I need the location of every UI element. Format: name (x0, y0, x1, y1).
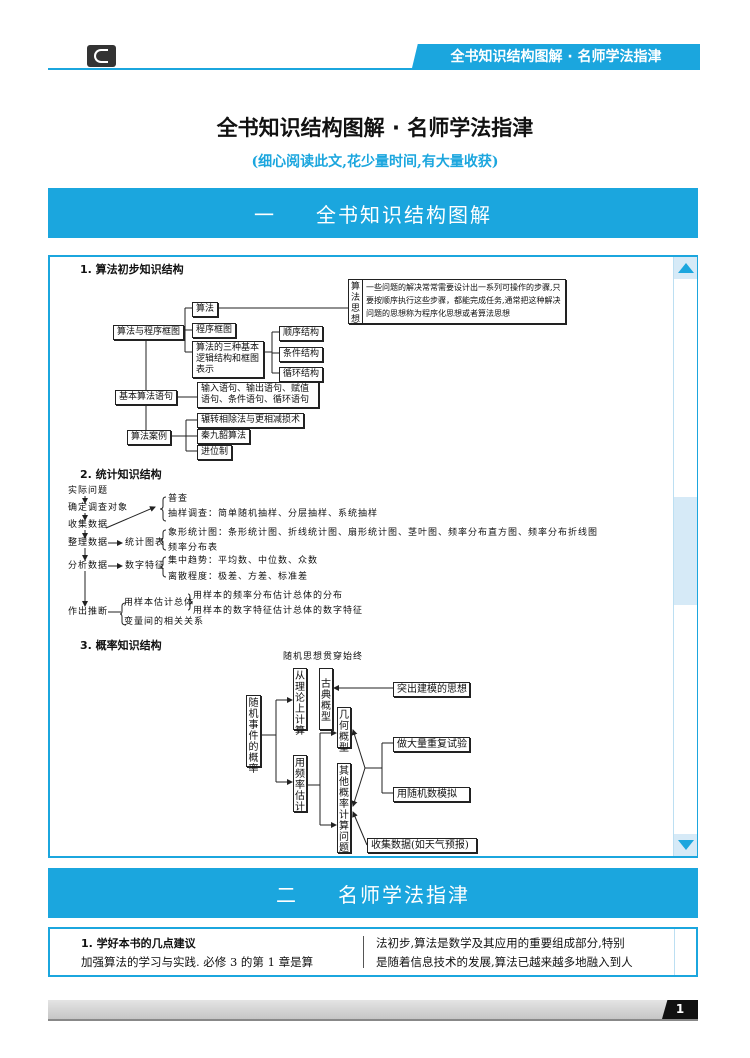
sampling: 抽样调查：简单随机抽样、分层抽样、系统抽样 (168, 509, 379, 519)
scroll-up-button[interactable] (674, 257, 697, 279)
node-basic-statements: 基本算法语句 (115, 390, 178, 405)
scroll-thumb[interactable] (674, 497, 697, 605)
header-banner: 全书知识结构图解 · 名师学法指津 (412, 44, 700, 68)
tips-heading: 1. 学好本书的几点建议 (81, 937, 196, 950)
scrollbar[interactable] (673, 257, 697, 856)
idea-label: 算法思想 (349, 280, 363, 325)
diagram1-heading: 1. 算法初步知识结构 (80, 263, 184, 276)
node-frequency-estimate: 用频率估计 (293, 755, 307, 813)
step: 作出推断 (68, 607, 109, 617)
node-statement-list: 输入语句、输出语句、赋值语句、条件语句、循环语句 (197, 382, 319, 408)
node-case-base: 进位制 (197, 445, 233, 460)
section-label: 名师学法指津 (338, 882, 470, 907)
node-algorithm-flowchart: 算法与程序框图 (113, 325, 185, 340)
arrow-up-icon (678, 263, 694, 273)
central-tendency: 集中趋势：平均数、中位数、众数 (168, 556, 319, 566)
chart-types: 象形统计图：条形统计图、折线统计图、扇形统计图、茎叶图、频率分布直方图、频率分布… (168, 528, 599, 538)
estimate: 用样本估计总体 (124, 598, 195, 608)
arrow-down-icon (678, 840, 694, 850)
estimate-features: 用样本的数字特征估计总体的数字特征 (193, 606, 364, 616)
idea-text: 一些问题的解决常常需要设计出一系列可操作的步骤,只要按顺序执行这些步骤，都能完成… (366, 283, 561, 318)
step: 分析数据 (68, 561, 109, 571)
tips-text: 法初步,算法是数学及其应用的重要组成部分,特别 (376, 936, 625, 950)
node-three-structures: 算法的三种基本逻辑结构和框图表示 (192, 341, 264, 378)
footer-bar (48, 1000, 698, 1021)
section-number: 一 (254, 202, 276, 227)
step: 整理数据 (68, 538, 109, 548)
node-algorithm-cases: 算法案例 (127, 430, 172, 445)
page-number: 1 (662, 1000, 698, 1019)
step: 确定调查对象 (68, 503, 129, 513)
step: 实际问题 (68, 486, 109, 496)
node-sequence: 顺序结构 (279, 326, 324, 341)
correlation: 变量间的相关关系 (124, 617, 205, 627)
page-title: 全书知识结构图解 · 名师学法指津 (216, 116, 534, 140)
tips-text: 是随着信息技术的发展,算法已越来越多地融入到人 (376, 955, 633, 969)
section-header-2: 二 名师学法指津 (48, 868, 698, 918)
tips-scroll-divider (674, 929, 675, 975)
census: 普查 (168, 494, 189, 504)
estimate-distribution: 用样本的频率分布估计总体的分布 (193, 591, 344, 601)
node-case-gcd: 辗转相除法与更相减损术 (197, 413, 305, 428)
tips-panel: 1. 学好本书的几点建议 加强算法的学习与实践. 必修 3 的第 1 章是算 法… (48, 927, 698, 977)
node-algorithm-idea: 算法思想 一些问题的解决常常需要设计出一系列可操作的步骤,只要按顺序执行这些步骤… (348, 279, 566, 325)
node-algorithm: 算法 (192, 302, 219, 317)
random-idea: 随机思想贯穿始终 (283, 652, 364, 662)
numeric-features: 数字特征 (125, 561, 166, 571)
node-simulate: 用随机数模拟 (393, 787, 470, 802)
section-number: 二 (276, 882, 298, 907)
node-random-event-probability: 随机事件的概率 (246, 695, 261, 775)
node-classical: 古典概型 (319, 668, 333, 730)
node-geometric: 几何概型 (337, 707, 351, 754)
logo-icon (87, 45, 116, 67)
diagram2-heading: 2. 统计知识结构 (80, 468, 162, 481)
node-repeat-trials: 做大量重复试验 (393, 737, 470, 752)
node-theory: 从理论上计算 (293, 668, 307, 737)
section-header-1: 一 全书知识结构图解 (48, 188, 698, 238)
section-label: 全书知识结构图解 (316, 202, 492, 227)
node-loop: 循环结构 (279, 367, 324, 382)
freq-table: 频率分布表 (168, 543, 219, 553)
node-flowchart: 程序框图 (192, 323, 237, 338)
stat-charts: 统计图表 (125, 538, 166, 548)
scroll-down-button[interactable] (674, 834, 697, 856)
page-subtitle: (细心阅读此文,花少量时间,有大量收获) (251, 154, 499, 170)
diagram3-heading: 3. 概率知识结构 (80, 639, 162, 652)
tips-text: 加强算法的学习与实践. 必修 3 的第 1 章是算 (81, 955, 314, 969)
column-divider (363, 936, 364, 968)
dispersion: 离散程度：极差、方差、标准差 (168, 572, 309, 582)
node-other-problems: 其他概率计算问题 (337, 763, 351, 854)
step: 收集数据 (68, 520, 109, 530)
content-panel (48, 255, 698, 858)
node-condition: 条件结构 (279, 347, 324, 362)
node-collect-data: 收集数据(如天气预报) (367, 838, 477, 853)
node-modeling: 突出建模的思想 (393, 682, 470, 697)
header-rule (48, 68, 700, 70)
node-case-horner: 秦九韶算法 (197, 429, 251, 444)
